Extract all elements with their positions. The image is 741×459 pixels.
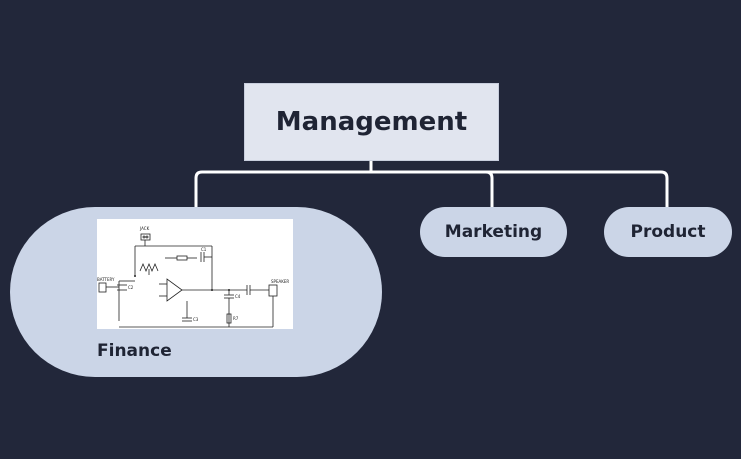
schematic-label-speaker: SPEAKER bbox=[271, 279, 289, 284]
child-node-label: Marketing bbox=[444, 222, 543, 242]
schematic-label-c2: C2 bbox=[128, 285, 134, 290]
schematic-label-jack: JACK bbox=[139, 226, 150, 231]
root-node-management[interactable]: Management bbox=[244, 83, 499, 161]
child-node-label: Finance bbox=[97, 341, 172, 361]
schematic-label-battery: BATTERY bbox=[97, 277, 115, 282]
child-node-finance[interactable]: JACK BATTERY SPEAKER C1 C2 C3 C4 R7 Fina… bbox=[10, 207, 382, 377]
connector-marketing bbox=[485, 170, 494, 207]
child-node-marketing[interactable]: Marketing bbox=[420, 207, 567, 257]
connector-bar bbox=[194, 170, 669, 207]
schematic-label-c4: C4 bbox=[235, 294, 241, 299]
circuit-schematic-icon: JACK BATTERY SPEAKER C1 C2 C3 C4 R7 bbox=[97, 219, 293, 329]
schematic-label-c1: C1 bbox=[201, 247, 207, 252]
root-node-label: Management bbox=[275, 107, 468, 137]
schematic-label-c3: C3 bbox=[193, 317, 199, 322]
child-node-label: Product bbox=[630, 222, 706, 242]
child-node-product[interactable]: Product bbox=[604, 207, 732, 257]
circuit-schematic-drawing: JACK BATTERY SPEAKER C1 C2 C3 C4 R7 bbox=[97, 226, 289, 328]
schematic-label-r7: R7 bbox=[233, 316, 239, 321]
